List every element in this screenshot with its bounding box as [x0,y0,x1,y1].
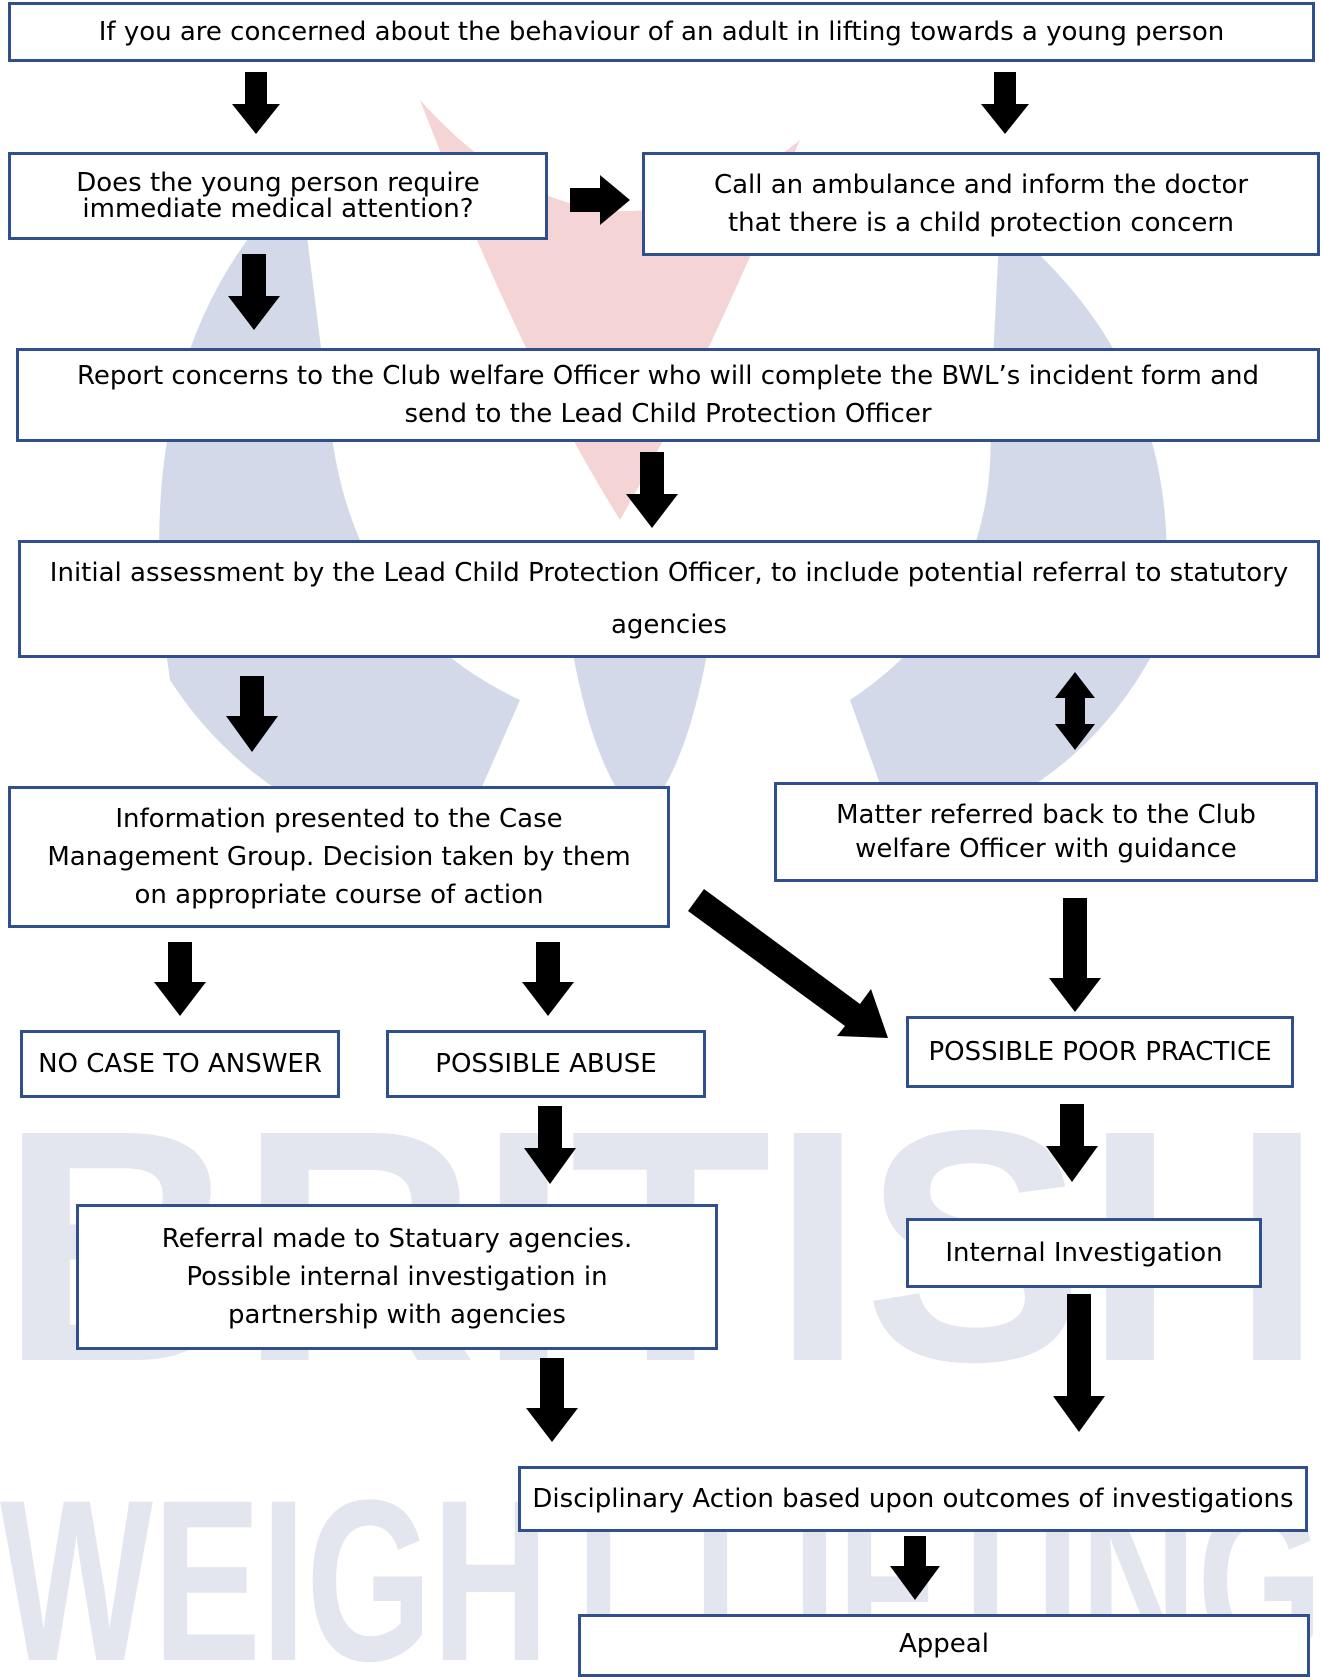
initial-assessment-text: Initial assessment by the Lead Child Pro… [49,558,1289,640]
arrow-down-icon [1046,1104,1098,1182]
concern-text: If you are concerned about the behaviour… [98,17,1225,47]
internal-investigation-text: Internal Investigation [945,1238,1223,1268]
arrow-down-icon [522,942,574,1016]
arrow-down-icon [232,72,280,134]
arrow-down-icon [226,676,278,752]
disciplinary-text: Disciplinary Action based upon outcomes … [532,1484,1294,1514]
disciplinary-box: Disciplinary Action based upon outcomes … [518,1466,1308,1532]
arrow-down-icon [228,254,280,330]
initial-assessment-box: Initial assessment by the Lead Child Pro… [18,540,1320,658]
report-box: Report concerns to the Club welfare Offi… [16,348,1320,442]
appeal-box: Appeal [578,1614,1310,1677]
arrow-down-icon [1053,1294,1105,1432]
arrow-down-icon [626,452,678,528]
ambulance-text: Call an ambulance and inform the doctor … [713,170,1249,238]
appeal-text: Appeal [899,1629,989,1659]
statutory-referral-text: Referral made to Statuary agencies. Poss… [161,1224,633,1330]
possible-abuse-box: POSSIBLE ABUSE [386,1030,706,1098]
arrow-down-icon [154,942,206,1016]
case-management-box: Information presented to the Case Manage… [8,786,670,928]
concern-box: If you are concerned about the behaviour… [8,2,1315,62]
arrow-down-icon [981,72,1029,134]
medical-question-text: Does the young person require immediate … [76,168,480,224]
arrow-diagonal-icon [688,889,888,1038]
no-case-text: NO CASE TO ANSWER [38,1049,322,1079]
referred-back-text: Matter referred back to the Club welfare… [836,800,1256,864]
arrow-right-icon [570,175,630,225]
medical-question-box: Does the young person require immediate … [8,152,548,240]
internal-investigation-box: Internal Investigation [906,1218,1262,1288]
arrow-down-icon [890,1536,940,1600]
poor-practice-text: POSSIBLE POOR PRACTICE [928,1037,1272,1067]
arrow-down-icon [524,1106,576,1184]
referred-back-box: Matter referred back to the Club welfare… [774,782,1318,882]
possible-abuse-text: POSSIBLE ABUSE [435,1049,657,1079]
poor-practice-box: POSSIBLE POOR PRACTICE [906,1016,1294,1088]
case-management-text: Information presented to the Case Manage… [47,804,631,910]
arrow-down-icon [526,1358,578,1442]
no-case-box: NO CASE TO ANSWER [20,1030,340,1098]
statutory-referral-box: Referral made to Statuary agencies. Poss… [76,1204,718,1350]
ambulance-box: Call an ambulance and inform the doctor … [642,152,1320,256]
report-text: Report concerns to the Club welfare Offi… [76,361,1260,429]
arrow-updown-icon [1055,672,1095,750]
arrow-down-icon [1049,898,1101,1012]
